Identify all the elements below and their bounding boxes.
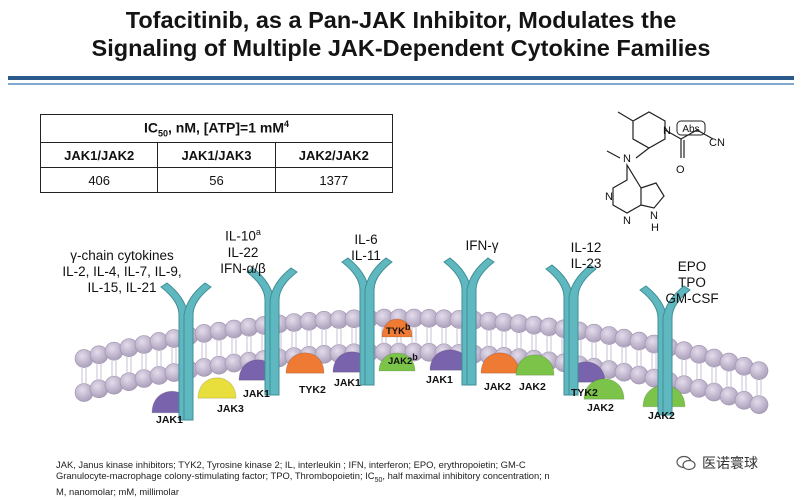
kinase-label-jak1: JAK1: [426, 374, 453, 386]
cytokine-label-epo: EPO TPO GM-CSF: [665, 259, 719, 306]
receptor-chain: [662, 285, 691, 416]
amine-bond: [635, 147, 650, 159]
title-line-1: Tofacitinib, as a Pan-JAK Inhibitor, Mod…: [125, 7, 677, 33]
atom-label: N: [605, 191, 613, 203]
membrane-bead: [749, 361, 769, 380]
kinase-label-tyk2: TYK2: [299, 384, 326, 396]
cytokine-label-il12: IL-12 IL-23: [570, 240, 602, 271]
wechat-icon: [676, 455, 696, 471]
column-header: JAK2/JAK2: [274, 142, 394, 168]
kinase-label-jak2: JAK2: [519, 381, 546, 393]
n-methyl-bond: [606, 150, 621, 159]
kinase-label-jak1: JAK1: [334, 377, 361, 389]
footnote: JAK, Janus kinase inhibitors; TYK2, Tyro…: [56, 459, 550, 497]
kinase-label-jak2: JAK2: [484, 381, 511, 393]
atom-label: N: [623, 215, 631, 227]
cytokine-label-il10: IL-10a IL-22 IFN-α/β: [220, 227, 266, 276]
kinase-label-jak2: JAK2: [648, 410, 675, 422]
title-line-2: Signaling of Multiple JAK-Dependent Cyto…: [91, 35, 711, 61]
receptor-chain: [466, 257, 495, 386]
atom-label: N: [663, 125, 671, 137]
page-title: Tofacitinib, as a Pan-JAK Inhibitor, Mod…: [0, 6, 802, 62]
kinase-tyk: [381, 318, 413, 338]
receptor-chain: [183, 282, 212, 421]
abs-box: [676, 120, 706, 136]
cytokine-label-ifn-gamma: IFN-γ: [465, 238, 499, 253]
receptor-layer: [160, 257, 691, 421]
kinase-jak2: [378, 352, 416, 372]
ic50-table-header: IC50, nM, [ATP]=1 mM4: [40, 114, 393, 143]
kinase-label-jak1: JAK1: [156, 414, 183, 426]
cyano-chain: [680, 129, 714, 140]
watermark-text: 医诺寰球: [702, 456, 758, 472]
kinase-label-jak3: JAK3: [217, 403, 244, 415]
title-divider: [8, 76, 794, 80]
kinase-label-tyk: TYKb: [386, 322, 411, 338]
kinase-label-jak2: JAK2b: [388, 352, 418, 368]
watermark: 医诺寰球: [676, 450, 796, 476]
cytokine-label-gamma-chain: γ-chain cytokines IL-2, IL-4, IL-7, IL-9…: [62, 248, 182, 295]
kinase-jak2: [583, 378, 625, 400]
membrane-bead: [749, 395, 769, 414]
column-header: JAK1/JAK2: [39, 142, 159, 168]
kinase-tyk2: [285, 352, 325, 374]
receptor-chain: [364, 257, 393, 386]
pyrimidine-ring: [612, 162, 642, 214]
methyl-bond: [617, 111, 634, 122]
receptor-chain: [568, 264, 597, 396]
kinase-jak3: [197, 377, 237, 399]
pyrrole-ring: [640, 182, 665, 209]
atom-label: N: [623, 153, 631, 165]
kinase-label-jak2: JAK2: [587, 402, 614, 414]
title-divider-thin: [8, 83, 794, 85]
kinase-jak2: [515, 354, 555, 376]
table-cell: 1377: [274, 167, 394, 193]
kinase-label-jak1: JAK1: [243, 388, 270, 400]
atom-label: H: [651, 222, 659, 234]
abs-label: Abs: [682, 124, 699, 135]
table-cell: 56: [157, 167, 276, 193]
receptor-chain: [269, 267, 298, 396]
kinase-label-tyk2: TYK2: [571, 387, 598, 399]
piperidine-ring: [632, 111, 666, 149]
tofacitinib-structure: [606, 111, 714, 214]
ic50-table: IC50, nM, [ATP]=1 mM4 JAK1/JAK2 JAK1/JAK…: [39, 114, 394, 193]
atom-label: O: [676, 164, 685, 176]
table-cell: 406: [39, 167, 159, 193]
atom-label: CN: [709, 137, 725, 149]
cytokine-label-il6: IL-6 IL-11: [351, 232, 381, 263]
atom-label: N: [650, 210, 658, 222]
